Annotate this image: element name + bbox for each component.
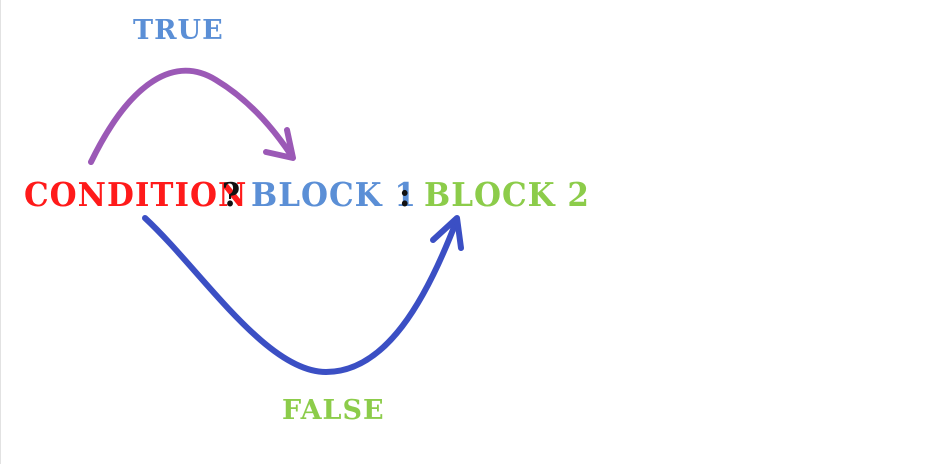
true-label: TRUE [133, 15, 224, 46]
false-arrow-curve [142, 215, 459, 376]
false-arrow-head [430, 215, 464, 251]
condition-text: CONDITION [24, 176, 248, 215]
true-arrow-curve [88, 67, 294, 165]
colon-operator: : [399, 176, 412, 215]
true-arrow-head [263, 127, 296, 161]
block2-text: BLOCK 2 [424, 176, 590, 215]
question-operator: ? [222, 176, 242, 215]
block1-text: BLOCK 1 [251, 176, 417, 215]
false-label: FALSE [282, 395, 385, 426]
